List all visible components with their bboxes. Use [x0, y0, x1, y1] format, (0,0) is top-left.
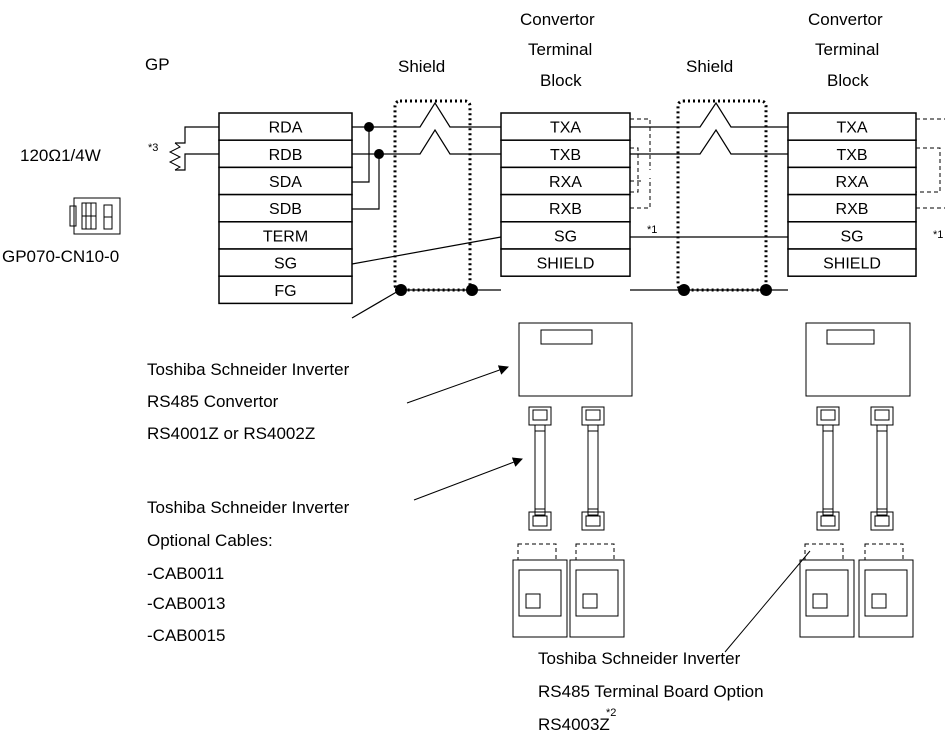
junction-dot [466, 284, 478, 296]
arrow-convertor [406, 365, 509, 404]
resistor-note: *3 [148, 142, 158, 154]
junction-dot [395, 284, 407, 296]
junction-dot [678, 284, 690, 296]
svg-text:*2: *2 [606, 707, 616, 719]
shield-2 [676, 99, 768, 292]
gp-terminal-label: SG [274, 256, 297, 273]
conv1-terminal-cell [500, 221, 631, 250]
gp-terminal-cell [218, 248, 353, 277]
svg-text:Convertor: Convertor [520, 10, 595, 29]
conv2-terminal-cell [787, 139, 917, 169]
optional-cable-icon [870, 406, 894, 531]
svg-text:RS4001Z or RS4002Z: RS4001Z or RS4002Z [147, 424, 315, 443]
conv2-terminal-label: TXB [836, 147, 867, 164]
conv1-terminal-label: RXB [549, 201, 582, 218]
rs485-convertor-icon-1 [518, 322, 633, 397]
svg-text:Toshiba Schneider Inverter: Toshiba Schneider Inverter [147, 498, 350, 517]
shield-header-2: Shield [686, 57, 733, 76]
svg-text:-CAB0015: -CAB0015 [147, 626, 225, 645]
resistor-label: 120Ω1/4W [20, 146, 101, 165]
junction-dot [364, 122, 374, 132]
rs485-convertor-icon-2 [805, 322, 911, 397]
junction-dot [374, 149, 384, 159]
note-1b: *1 [933, 229, 943, 241]
gp-terminal-label: FG [274, 283, 296, 300]
optional-cable-icon [816, 406, 840, 531]
conv1-terminal-cell [500, 248, 631, 277]
convertor-header-1: Convertor Terminal Block [520, 10, 595, 90]
conv2-terminal-label: TXA [836, 120, 867, 137]
svg-text:RS4003Z: RS4003Z [538, 715, 610, 734]
callout-cables: Toshiba Schneider Inverter Optional Cabl… [147, 498, 350, 645]
gp-terminal-label: TERM [263, 228, 308, 245]
conv1-terminal-cell [500, 166, 631, 196]
callout-convertor: Toshiba Schneider Inverter RS485 Convert… [147, 360, 350, 443]
gp-terminal-label: SDB [269, 201, 302, 218]
shield-header-1: Shield [398, 57, 445, 76]
gp-terminal-label: SDA [269, 174, 302, 191]
connector-label: GP070-CN10-0 [2, 247, 119, 266]
note-1a: *1 [647, 224, 657, 236]
pointer-terminal-board [724, 550, 811, 653]
gp-header: GP [145, 55, 170, 74]
arrow-cables [413, 457, 523, 501]
inverter-icon [799, 543, 855, 638]
gp070-connector-icon [69, 197, 121, 235]
svg-text:Terminal: Terminal [528, 40, 592, 59]
conv2-terminal-cell [787, 193, 917, 223]
wires-convertor-1-to-2 [630, 101, 788, 291]
gp-terminal-cell [218, 139, 353, 169]
conv2-terminal-label: SG [840, 228, 863, 245]
conv1-terminal-label: SG [554, 228, 577, 245]
conv2-terminal-label: RXB [836, 201, 869, 218]
svg-text:Block: Block [540, 71, 582, 90]
inverter-icon [569, 543, 625, 638]
svg-text:RS485 Terminal Board Option: RS485 Terminal Board Option [538, 682, 764, 701]
gp-terminal-block: RDA RDB SDA SDB TERM SG FG [218, 112, 353, 305]
svg-text:Terminal: Terminal [815, 40, 879, 59]
gp-terminal-label: RDA [269, 120, 303, 137]
conv2-terminal-cell [787, 166, 917, 196]
convertor-terminal-block-2: TXA TXB RXA RXB SG SHIELD [787, 112, 917, 277]
shield-1 [393, 99, 472, 292]
inverter-icon [512, 543, 568, 638]
svg-text:Convertor: Convertor [808, 10, 883, 29]
conv1-terminal-label: TXA [550, 120, 581, 137]
conv1-terminal-label: SHIELD [537, 256, 595, 273]
convertor-terminal-block-1: TXA TXB RXA RXB SG SHIELD [500, 112, 631, 277]
conv2-terminal-cell [787, 112, 917, 141]
svg-text:-CAB0013: -CAB0013 [147, 594, 225, 613]
conv2-terminal-cell [787, 248, 917, 277]
conv1-terminal-label: RXA [549, 174, 582, 191]
wires-gp-to-convertor-1 [351, 101, 502, 319]
jumpers-convertor-1 [630, 118, 651, 209]
svg-text:-CAB0011: -CAB0011 [147, 564, 224, 583]
gp-terminal-cell [218, 166, 353, 196]
conv2-terminal-label: RXA [836, 174, 869, 191]
gp-terminal-cell [218, 275, 353, 305]
svg-text:Toshiba Schneider Inverter: Toshiba Schneider Inverter [538, 649, 741, 668]
svg-text:Block: Block [827, 71, 869, 90]
svg-text:RS485 Convertor: RS485 Convertor [147, 392, 279, 411]
svg-text:Optional Cables:: Optional Cables: [147, 531, 273, 550]
svg-text:Toshiba Schneider Inverter: Toshiba Schneider Inverter [147, 360, 350, 379]
conv1-terminal-label: TXB [550, 147, 581, 164]
convertor-header-2: Convertor Terminal Block [808, 10, 883, 90]
jumpers-convertor-2 [916, 118, 945, 209]
gp-terminal-cell [218, 221, 353, 250]
optional-cable-icon [528, 406, 552, 531]
optional-cable-icon [581, 406, 605, 531]
resistor-symbol [168, 142, 182, 171]
conv2-terminal-label: SHIELD [823, 256, 881, 273]
conv2-terminal-cell [787, 221, 917, 250]
junction-dot [760, 284, 772, 296]
inverter-icon [858, 543, 914, 638]
gp-terminal-label: RDB [269, 147, 303, 164]
gp-terminal-cell [218, 193, 353, 223]
conv1-terminal-cell [500, 112, 631, 141]
callout-terminal-board: Toshiba Schneider Inverter RS485 Termina… [538, 649, 764, 734]
